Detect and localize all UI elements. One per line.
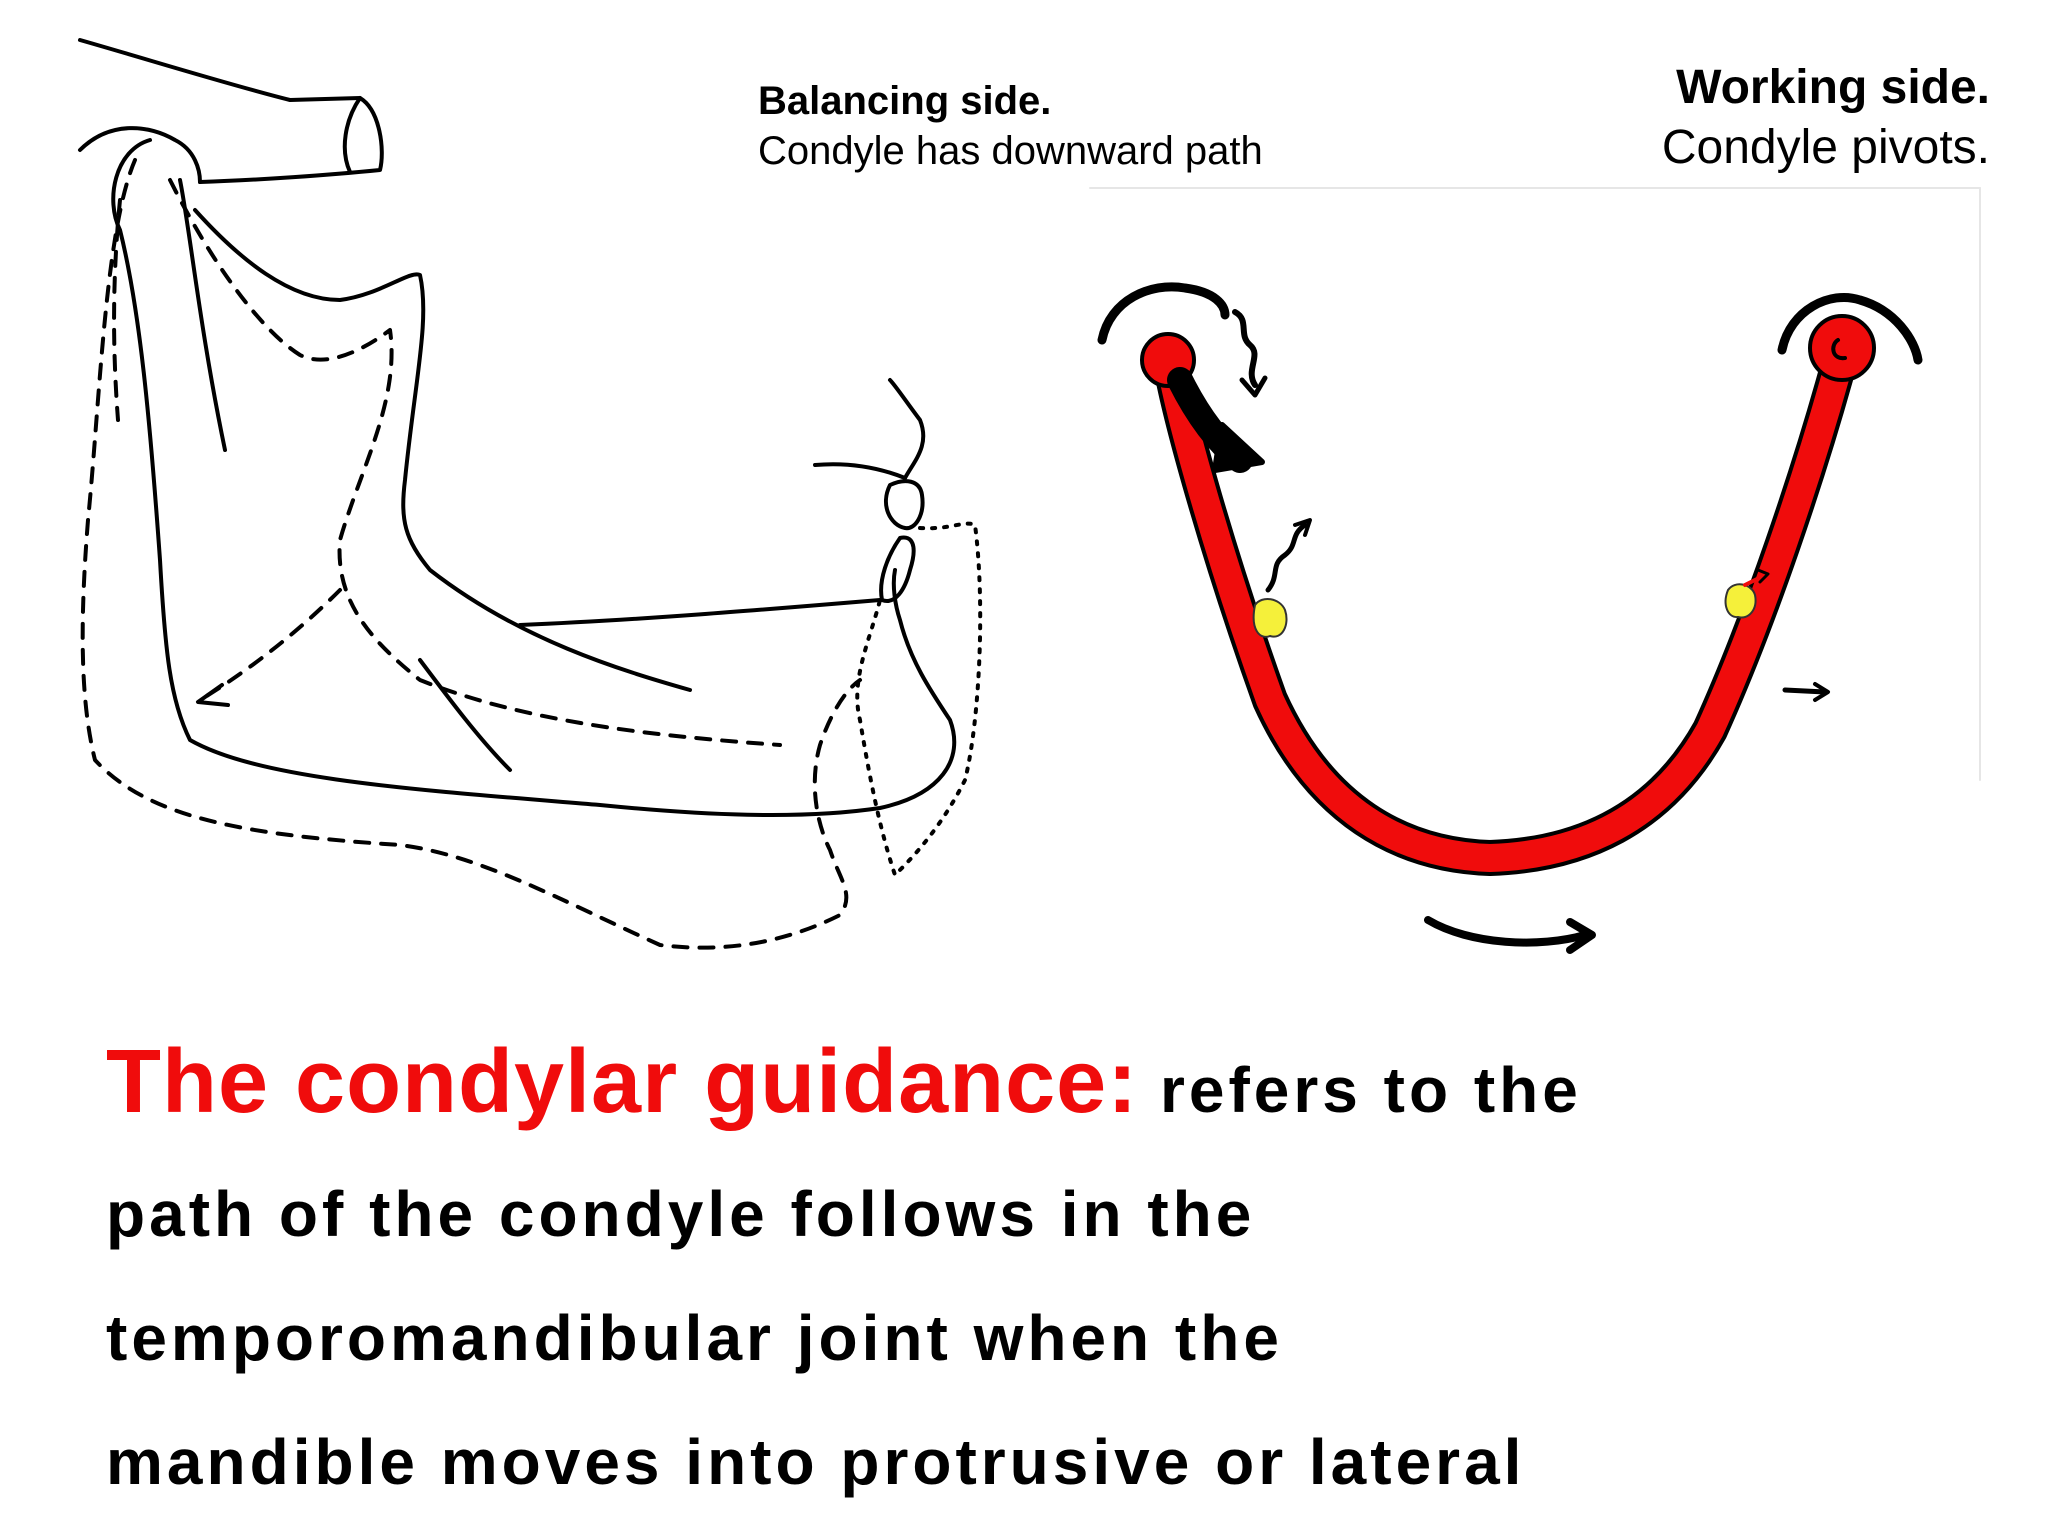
squiggle-arrowhead <box>1239 375 1268 398</box>
excursion-arrowhead <box>196 683 230 707</box>
skull-outline <box>78 38 384 184</box>
mylohyoid-line <box>518 598 882 627</box>
vertical-line <box>418 658 512 772</box>
mandible-solid <box>111 138 957 818</box>
balancing-side-subtitle: Condyle has downward path <box>758 129 1263 173</box>
mandible-movement-arrow <box>1424 916 1589 947</box>
zygomatic-arch <box>342 96 362 174</box>
balancing-tooth <box>1252 598 1288 638</box>
working-side-subtitle: Condyle pivots. <box>1661 121 1990 174</box>
mandible-dashed <box>80 158 862 950</box>
coronoid-notch <box>193 208 692 692</box>
working-condyle <box>1808 314 1876 382</box>
balancing-side-title: Balancing side. <box>758 79 1052 123</box>
coronoid-dashed <box>168 178 782 747</box>
small-arrowhead <box>1293 518 1312 537</box>
squiggle-arrow <box>1232 309 1258 388</box>
ramus-dashed <box>112 198 122 422</box>
definition-text-1: refers to the <box>1159 1054 1582 1126</box>
upper-tooth <box>884 479 925 531</box>
ramus-inner <box>178 178 227 452</box>
working-fossa-arc <box>1777 292 1923 365</box>
mandibular-arch-fill <box>1156 346 1854 872</box>
mandible-movement-arrowhead <box>1566 918 1596 954</box>
working-tooth-arrowhead <box>1756 568 1770 584</box>
incisor-root <box>888 378 926 480</box>
balancing-fossa-arc <box>1097 282 1230 345</box>
balancing-side-label: Balancing side. Condyle has downward pat… <box>758 76 1263 176</box>
dotted-excursion-path <box>855 521 983 877</box>
pivot-mark <box>1831 338 1847 361</box>
balancing-arrowhead <box>1212 422 1265 473</box>
fossa-outline <box>78 126 202 184</box>
mandible-lateral-view-illustration <box>78 38 983 950</box>
definition-line-2: path of the condyle follows in the <box>106 1178 1256 1250</box>
definition-line-3: temporomandibular joint when the <box>106 1302 1283 1374</box>
definition-line-4: mandible moves into protrusive or latera… <box>106 1426 1526 1498</box>
working-tooth <box>1724 583 1757 619</box>
lower-tooth <box>879 535 916 603</box>
definition-term: The condylar guidance: <box>106 1032 1139 1132</box>
definition-line-1: The condylar guidance: refers to the <box>106 1020 2006 1152</box>
lip-line <box>813 462 907 480</box>
definition-paragraph: The condylar guidance: refers to the pat… <box>106 1020 2006 1524</box>
lateral-arrowhead-right <box>1813 682 1830 702</box>
small-squiggle-arrow <box>1265 522 1308 593</box>
condyle-path-diagram <box>1089 187 1981 954</box>
working-tooth-arrow <box>1743 573 1767 587</box>
working-side-label: Working side. Condyle pivots. <box>1662 58 1990 178</box>
working-side-title: Working side. <box>1676 61 1990 114</box>
lateral-arrow-right <box>1782 687 1828 695</box>
